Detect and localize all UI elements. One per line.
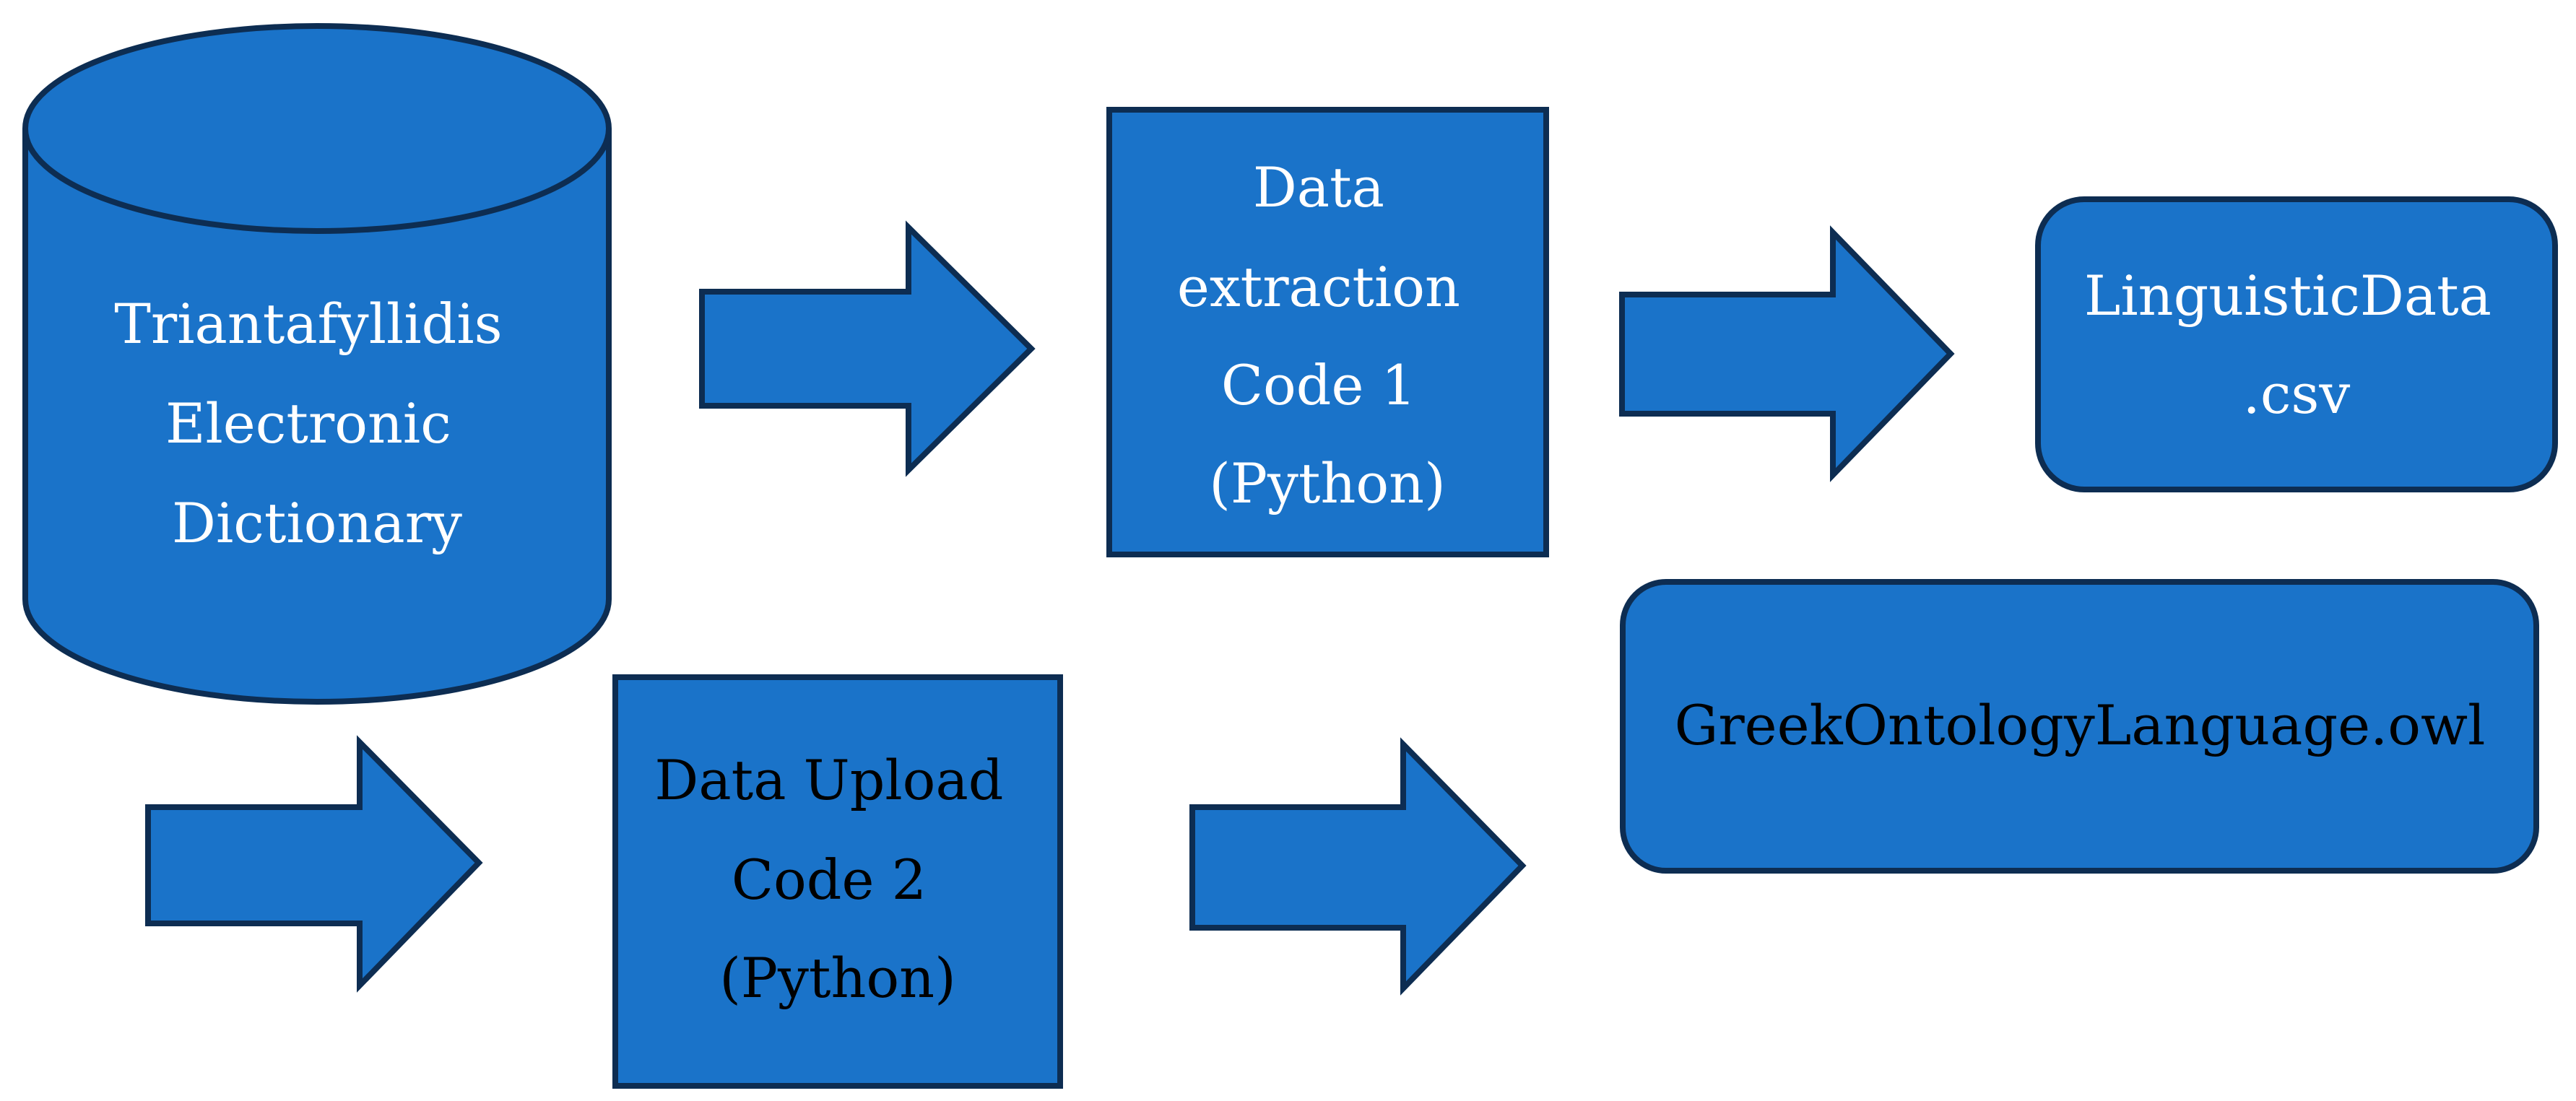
owl-label-line-1: GreekOntologyLanguage.owl [1675,693,2486,757]
svg-text:Data extraction Co: Data extraction Code 1 (Python) [1177,155,1478,515]
dictionary-label-line-1: Triantafyllidis [114,292,502,356]
csv-label-line-1: LinguisticData [2084,264,2492,328]
upload-label-line-1: Data Upload [654,748,1003,812]
csv-box-shape [2035,196,2558,492]
csv-label-line-2: .csv [2243,362,2351,426]
csv-box: LinguisticData .csv [2035,196,2558,492]
upload-label-line-2: Code 2 [732,848,927,912]
dictionary-label-line-3: Dictionary [172,491,462,555]
extraction-box: Data extraction Code 1 (Python) [1106,107,1549,557]
arrow-extraction-to-csv [1619,225,1955,482]
extraction-label-line-3: Code 1 [1221,353,1416,417]
owl-box: GreekOntologyLanguage.owl [1620,579,2539,874]
svg-text:Triantafyllidis Electron: Triantafyllidis Electronic Dictionary [114,292,520,555]
extraction-label-line-2: extraction [1177,255,1460,319]
cylinder-body [22,129,612,705]
arrow-dictionary-to-upload [145,735,483,993]
upload-box-shape [612,674,1063,1089]
upload-box: Data Upload Code 2 (Python) [612,674,1063,1089]
dictionary-label-line-2: Electronic [165,391,451,456]
extraction-label-line-1: Data [1253,155,1384,219]
dictionary-cylinder: Triantafyllidis Electronic Dictionary [22,23,612,705]
svg-text:Data Upload Code 2: Data Upload Code 2 (Python) [654,748,1020,1010]
svg-text:GreekOntologyLanguage.owl: GreekOntologyLanguage.owl [1675,693,2486,757]
owl-box-shape [1620,579,2539,874]
upload-label-line-3: (Python) [719,946,956,1010]
arrow-dictionary-to-extraction [699,220,1036,477]
extraction-label-line-4: (Python) [1209,451,1446,515]
arrow-upload-to-owl [1189,737,1527,996]
extraction-box-shape [1106,107,1549,557]
cylinder-top [22,23,612,234]
svg-text:LinguisticData .csv: LinguisticData .csv [2084,264,2509,426]
